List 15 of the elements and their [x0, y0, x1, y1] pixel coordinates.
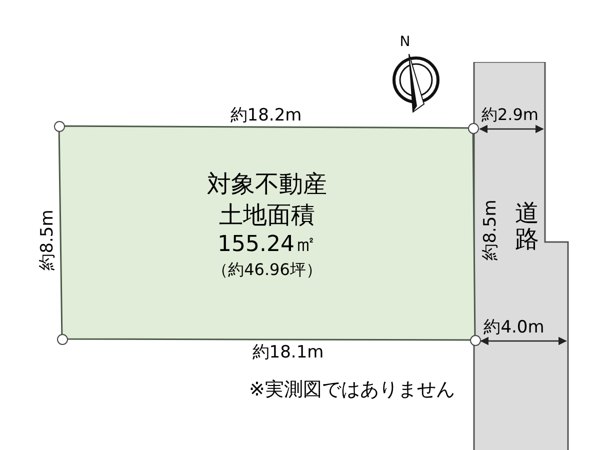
dimension-label: 約18.1m — [252, 344, 324, 362]
dimension-label: 約4.0m — [484, 320, 544, 336]
north-label: N — [400, 35, 410, 49]
plot-text: 155.24㎡ — [218, 231, 316, 260]
dimension-label: 約2.9m — [481, 107, 539, 123]
road — [473, 62, 569, 450]
dimension-label: 約8.5m — [482, 200, 500, 260]
plot-text: 対象不動産 — [207, 169, 327, 200]
note-text: ※実測図ではありません — [249, 380, 455, 400]
land-plot — [58, 125, 476, 341]
road-label: 道路 — [515, 200, 539, 253]
plot-text: 土地面積 — [219, 200, 315, 232]
dimension-label: 約18.2m — [230, 108, 302, 124]
plot-text: （約46.96坪） — [212, 260, 322, 281]
dimension-label: 約8.5m — [40, 210, 56, 270]
